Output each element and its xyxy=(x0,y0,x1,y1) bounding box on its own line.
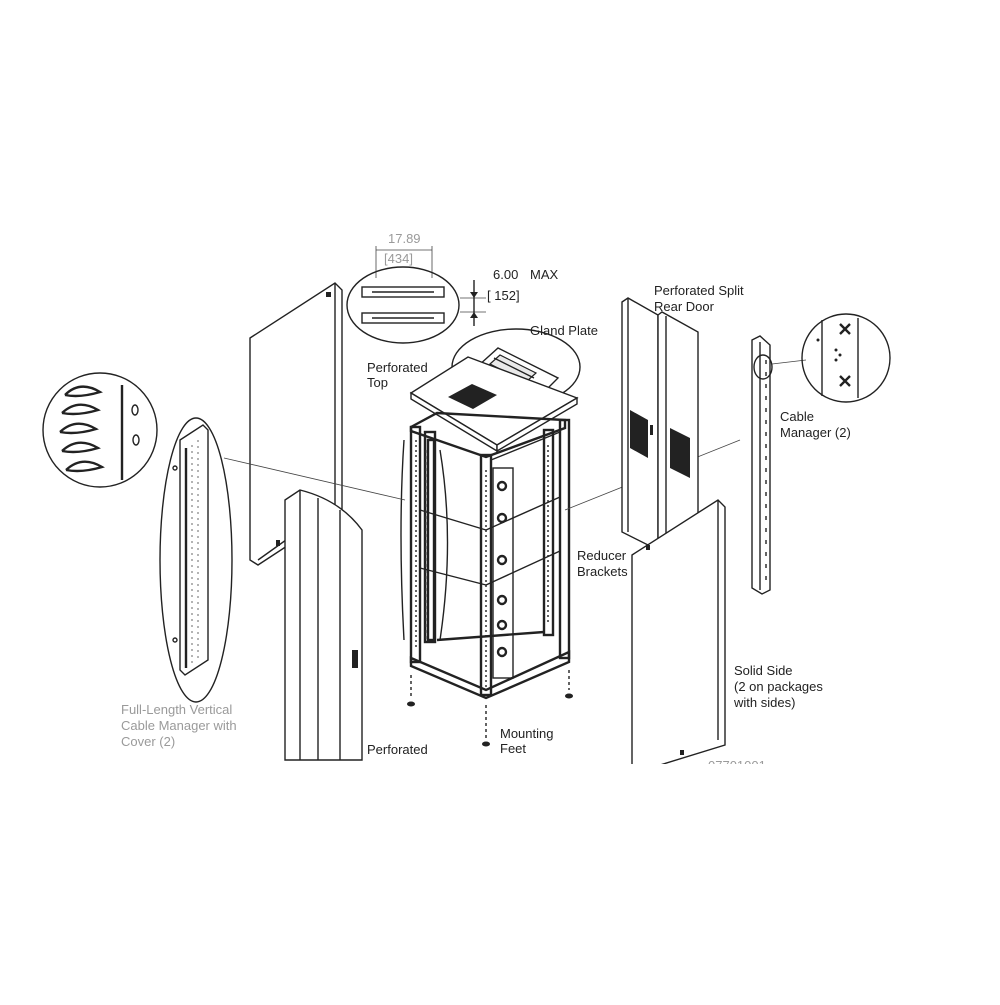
perforated-top: Perforated Top xyxy=(367,356,579,453)
vcm-label-3: Cover (2) xyxy=(121,734,175,749)
perforated-top-label-2: Top xyxy=(367,375,388,390)
height-max: MAX xyxy=(530,267,559,282)
height-inches: 6.00 xyxy=(493,267,518,282)
crop-mask xyxy=(0,764,1000,1000)
front-door-label-1: Perforated xyxy=(367,742,428,757)
cable-manager-label-2: Manager (2) xyxy=(780,425,851,440)
perforated-split-rear-door: Perforated Split Rear Door xyxy=(621,283,744,570)
height-mm: [ 152] xyxy=(487,288,520,303)
dimension-ellipse xyxy=(346,266,460,344)
rear-door-label-2: Rear Door xyxy=(654,299,715,314)
reducer-brackets-label-1: Reducer xyxy=(577,548,627,563)
width-mm: [434] xyxy=(384,251,413,266)
perforated-top-label-1: Perforated xyxy=(367,360,428,375)
mounting-feet: Mounting Feet xyxy=(407,670,573,756)
perforated-front-door: Perforated xyxy=(284,489,428,761)
solid-side-panel: Solid Side (2 on packages with sides) 07… xyxy=(631,499,823,773)
vertical-cable-manager: Full-Length Vertical Cable Manager with … xyxy=(42,372,237,749)
vcm-leader-line xyxy=(223,457,406,501)
rack-frame xyxy=(400,411,571,700)
dimension-callout: 17.89 [434] 6.00 MAX [ 152] xyxy=(346,231,559,344)
mounting-feet-label-1: Mounting xyxy=(500,726,553,741)
rear-door-label-1: Perforated Split xyxy=(654,283,744,298)
cable-manager-label-1: Cable xyxy=(780,409,814,424)
solid-side-label-3: with sides) xyxy=(733,695,795,710)
solid-side-label-2: (2 on packages xyxy=(734,679,823,694)
cable-manager-right: Cable Manager (2) xyxy=(751,313,891,595)
vcm-label-2: Cable Manager with xyxy=(121,718,237,733)
reducer-brackets-label-2: Brackets xyxy=(577,564,628,579)
solid-side-label-1: Solid Side xyxy=(734,663,793,678)
vcm-label-1: Full-Length Vertical xyxy=(121,702,232,717)
mounting-feet-label-2: Feet xyxy=(500,741,526,756)
gland-plate-label: Gland Plate xyxy=(530,323,598,338)
width-inches: 17.89 xyxy=(388,231,421,246)
